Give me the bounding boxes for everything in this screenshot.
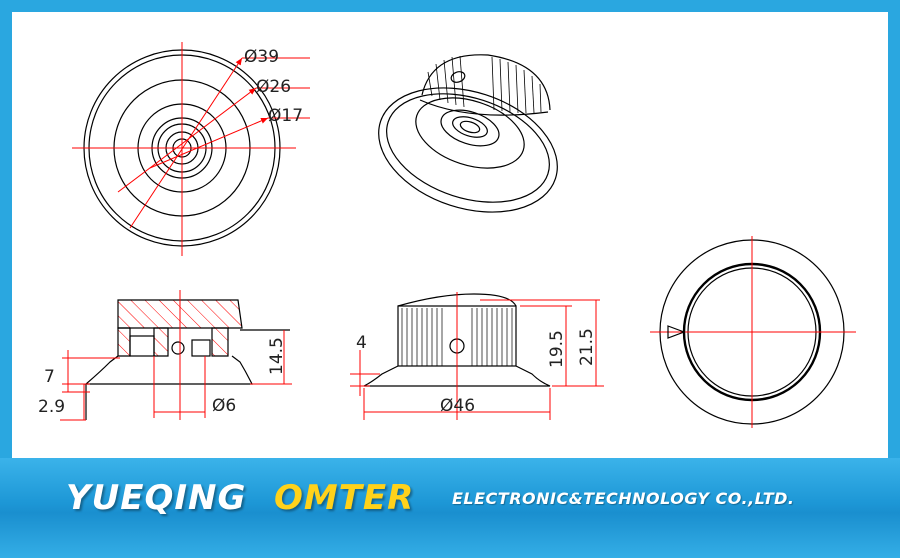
label-d6: Ø6: [212, 396, 236, 416]
side-view: [350, 292, 604, 420]
label-h7: 7: [44, 367, 55, 387]
section-view: [60, 290, 292, 421]
label-h14-5: 14.5: [267, 337, 287, 375]
top-view: [72, 42, 310, 256]
bottom-view: [650, 236, 856, 428]
label-d17: Ø17: [268, 106, 303, 126]
company-banner: YUEQING OMTER ELECTRONIC&TECHNOLOGY CO.,…: [0, 458, 900, 558]
label-h21-5: 21.5: [577, 328, 597, 366]
isometric-view: [378, 54, 558, 213]
brand-primary: YUEQING: [66, 478, 247, 518]
label-h2-9: 2.9: [38, 397, 65, 417]
label-d39: Ø39: [244, 47, 279, 67]
label-d26: Ø26: [256, 77, 291, 97]
technical-drawing: Ø39 Ø26 Ø17: [38, 42, 856, 428]
label-h4: 4: [356, 333, 367, 353]
label-d46: Ø46: [440, 396, 475, 416]
brand-secondary: OMTER: [274, 478, 415, 518]
drawing-sheet: Ø39 Ø26 Ø17: [12, 12, 888, 458]
company-tagline: ELECTRONIC&TECHNOLOGY CO.,LTD.: [452, 489, 795, 508]
label-h19-5: 19.5: [547, 330, 567, 368]
